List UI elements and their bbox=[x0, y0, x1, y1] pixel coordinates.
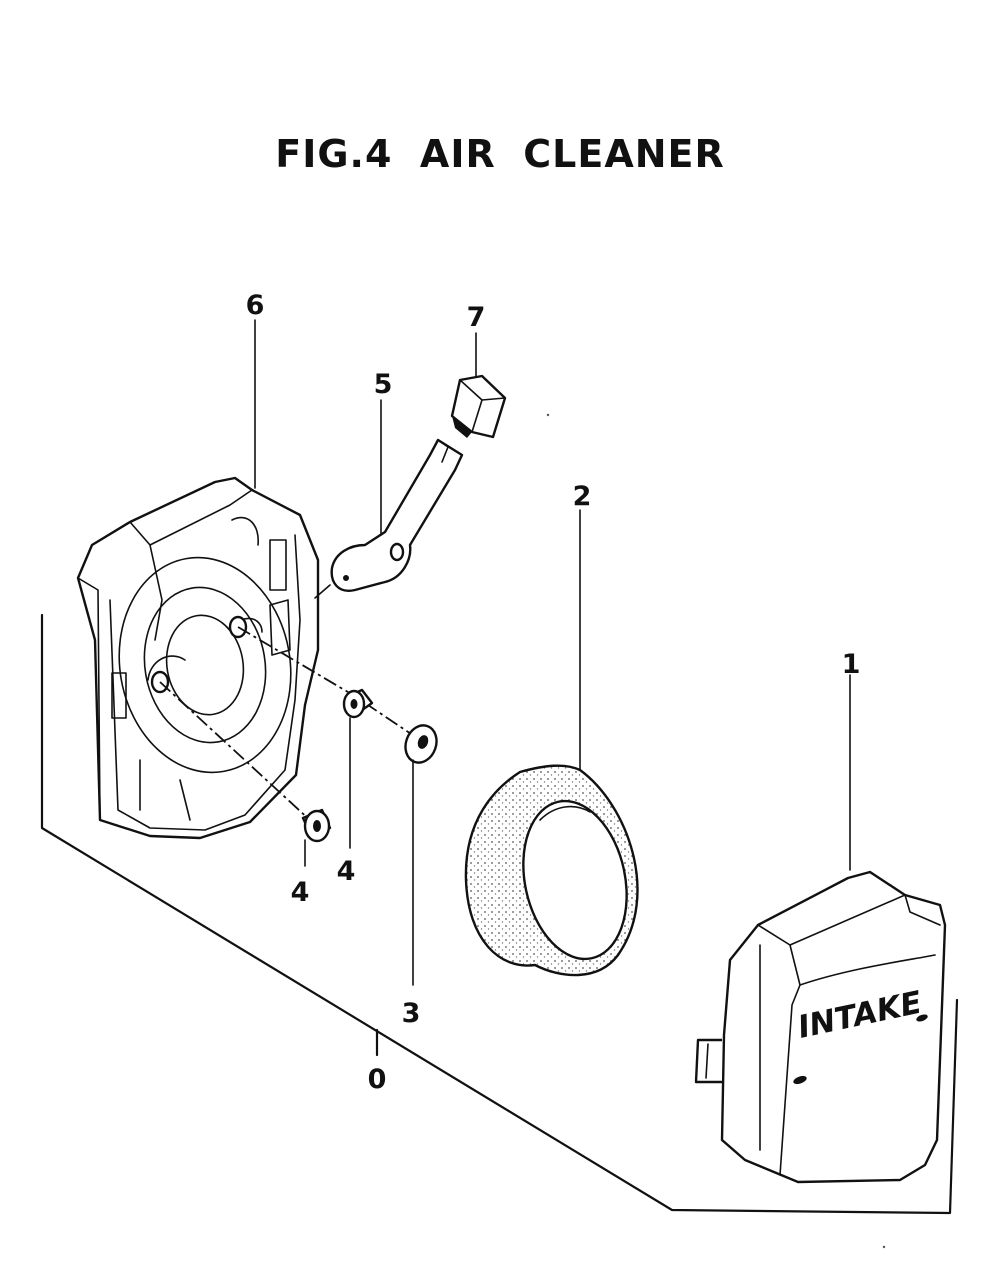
label-6: 6 bbox=[246, 290, 265, 321]
alignment-line-upper bbox=[237, 626, 359, 699]
label-2: 2 bbox=[573, 481, 592, 512]
label-3: 3 bbox=[402, 998, 421, 1029]
speck bbox=[546, 413, 550, 417]
air-cleaner-cover: INTAKE bbox=[694, 870, 947, 1184]
foam-element bbox=[464, 764, 639, 977]
choke-lever bbox=[314, 438, 464, 599]
label-1: 1 bbox=[842, 649, 861, 680]
alignment-line-lower bbox=[159, 681, 313, 823]
choke-knob bbox=[450, 374, 507, 439]
label-0: 0 bbox=[368, 1064, 387, 1095]
figure-title: FIG.4 AIR CLEANER bbox=[275, 132, 725, 176]
label-5: 5 bbox=[374, 369, 393, 400]
label-7: 7 bbox=[467, 302, 486, 333]
collar-lower bbox=[301, 808, 332, 843]
washer bbox=[404, 724, 438, 764]
assembly-bracket bbox=[40, 613, 959, 1215]
label-4-lower: 4 bbox=[291, 877, 310, 908]
speck bbox=[882, 1245, 886, 1249]
collar-upper bbox=[342, 688, 374, 719]
label-4-upper: 4 bbox=[337, 856, 356, 887]
air-cleaner-case bbox=[76, 476, 320, 840]
